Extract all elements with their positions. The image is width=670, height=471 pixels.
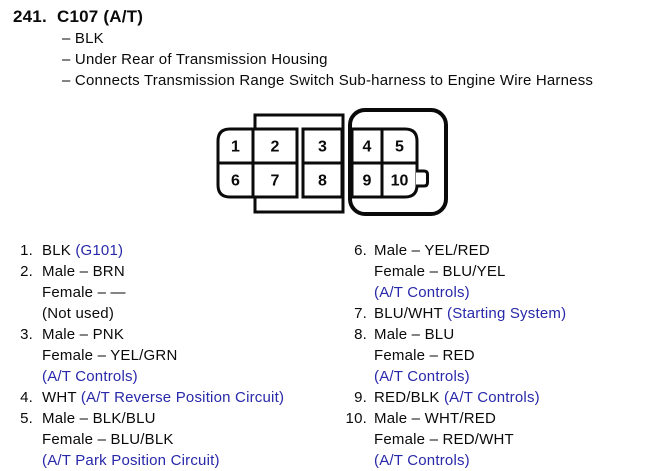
wire-color-text: Female – RED/WHT [374,431,514,448]
pin-cell-numbers: 1 2 3 4 5 6 7 8 9 10 [231,139,408,190]
pin-entry: 6. Male – YEL/RED Female – BLU/YEL (A/T Con… [337,240,670,303]
pin-cell-number: 3 [318,139,327,156]
pin-line: Male – BLU [374,324,670,345]
pin-number: 5. [20,410,33,427]
pin-line: Female – RED [374,345,670,366]
detail-line-location: – Under Rear of Transmission Housing [62,51,328,68]
pin-line: Female – BLU/YEL [374,261,670,282]
pin-cell-number: 7 [271,173,280,190]
connector-pinout-drawing: 1 2 3 4 5 6 7 8 9 10 [216,108,448,216]
pin-entry: 8. Male – BLU Female – RED (A/T Controls) [337,324,670,387]
pin-number: 10. [345,410,367,427]
wire-color-text: Male – BRN [42,263,125,280]
pin-number: 2. [20,263,33,280]
wire-color-text: BLU/WHT [374,305,447,322]
circuit-link[interactable]: (A/T Controls) [374,284,470,301]
pin-line: (A/T Controls) [374,366,670,387]
circuit-link[interactable]: (A/T Park Position Circuit) [42,452,220,469]
pin-entry: 5. Male – BLK/BLU Female – BLU/BLK (A/T Par… [0,408,330,471]
pin-number: 1. [20,242,33,259]
connector-name: C107 (A/T) [57,7,144,26]
pin-cell-number: 5 [395,139,404,156]
page-title-row: 241. C107 (A/T) [13,7,143,27]
circuit-link[interactable]: (Starting System) [447,305,567,322]
pin-entry: 4. WHT (A/T Reverse Position Circuit) [0,387,330,408]
pin-cell-number: 9 [363,173,372,190]
circuit-link[interactable]: (A/T Reverse Position Circuit) [80,389,285,406]
pin-line: WHT (A/T Reverse Position Circuit) [42,387,330,408]
wire-color-text: Female – RED [374,347,475,364]
wire-color-text: Female – BLU/YEL [374,263,506,280]
pin-number: 9. [354,389,367,406]
pin-line: Female – BLU/BLK [42,429,330,450]
detail-line-color: – BLK [62,30,104,47]
pin-line: Female – — [42,282,330,303]
pin-line: (A/T Controls) [42,366,330,387]
circuit-link[interactable]: (A/T Controls) [443,389,540,406]
item-number: 241. [13,7,47,26]
pin-line: (A/T Controls) [374,282,670,303]
pin-entry: 3. Male – PNK Female – YEL/GRN (A/T Control… [0,324,330,387]
pin-line: Male – PNK [42,324,330,345]
keying-notch [416,169,429,188]
pin-line: Male – WHT/RED [374,408,670,429]
pin-number: 4. [20,389,33,406]
pin-entry: 10. Male – WHT/RED Female – RED/WHT (A/T Co… [337,408,670,471]
wire-color-text: Male – BLK/BLU [42,410,156,427]
wire-color-text: BLK [42,242,76,259]
pin-line: (A/T Controls) [374,450,670,471]
pin-cell-number: 1 [231,139,240,156]
pin-entry: 7. BLU/WHT (Starting System) [337,303,670,324]
pin-cell-number: 10 [391,173,409,190]
wire-color-text: WHT [42,389,81,406]
pin-cell-number: 2 [271,139,280,156]
wire-color-text: Female – BLU/BLK [42,431,174,448]
pin-line: Female – RED/WHT [374,429,670,450]
wire-color-text: (Not used) [42,305,115,322]
connector-details: – BLK – Under Rear of Transmission Housi… [62,28,593,91]
circuit-link[interactable]: (A/T Controls) [374,452,470,469]
pin-entry: 2. Male – BRN Female – — (Not used) [0,261,330,324]
pin-line: Female – YEL/GRN [42,345,330,366]
pin-line: Male – BRN [42,261,330,282]
cell-dividers [218,129,417,197]
pin-cell-number: 4 [363,139,372,156]
pin-line: (A/T Park Position Circuit) [42,450,330,471]
pin-line: (Not used) [42,303,330,324]
pin-number: 6. [354,242,367,259]
pin-list-left: 1. BLK (G101) 2. Male – BRN Female – — (Not u… [0,240,330,471]
pin-line: BLK (G101) [42,240,330,261]
pin-line: BLU/WHT (Starting System) [374,303,670,324]
pin-number: 7. [354,305,367,322]
pin-cell-number: 8 [318,173,327,190]
pin-list-right: 6. Male – YEL/RED Female – BLU/YEL (A/T Con… [337,240,670,471]
connector-diagram: 1 2 3 4 5 6 7 8 9 10 [210,104,450,222]
pin-line: Male – YEL/RED [374,240,670,261]
wire-color-text: Female – YEL/GRN [42,347,178,364]
pin-number: 3. [20,326,33,343]
wire-color-text: Female – — [42,284,126,301]
wire-color-text: Male – YEL/RED [374,242,490,259]
pin-entry: 9. RED/BLK (A/T Controls) [337,387,670,408]
pin-line: RED/BLK (A/T Controls) [374,387,670,408]
detail-line-function: – Connects Transmission Range Switch Sub… [62,72,594,89]
wire-color-text: Male – WHT/RED [374,410,496,427]
pin-number: 8. [354,326,367,343]
circuit-link[interactable]: (A/T Controls) [374,368,470,385]
pin-cell-number: 6 [231,173,240,190]
circuit-link[interactable]: (G101) [75,242,124,259]
wire-color-text: Male – BLU [374,326,455,343]
pin-line: Male – BLK/BLU [42,408,330,429]
wire-color-text: Male – PNK [42,326,125,343]
circuit-link[interactable]: (A/T Controls) [42,368,138,385]
pin-entry: 1. BLK (G101) [0,240,330,261]
wire-color-text: RED/BLK [374,389,444,406]
